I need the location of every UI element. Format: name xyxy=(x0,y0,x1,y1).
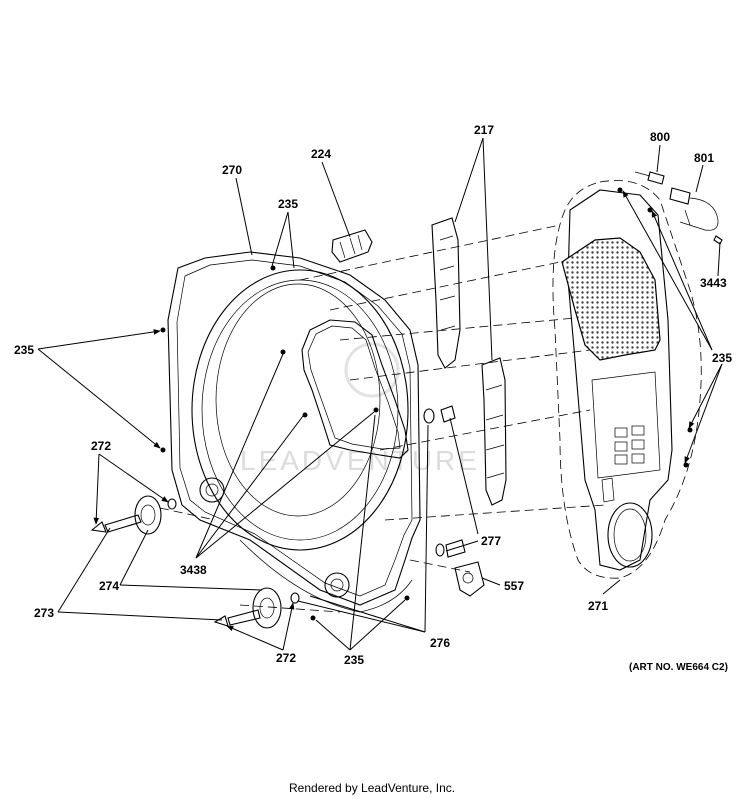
front-panel-270 xyxy=(160,251,421,613)
callout-274: 274 xyxy=(99,579,119,593)
assembly-lines xyxy=(159,224,606,613)
callout-224: 224 xyxy=(311,147,331,161)
callout-235-top: 235 xyxy=(278,197,298,211)
callout-labels: 270 224 235 217 800 801 3443 235 235 272… xyxy=(14,123,732,795)
callout-235-left: 235 xyxy=(14,343,34,357)
callout-800: 800 xyxy=(650,130,670,144)
leader-lines xyxy=(37,137,723,651)
callout-272-bottom: 272 xyxy=(276,651,296,665)
watermark: LEADVENTURE xyxy=(240,342,480,476)
watermark-text: LEADVENTURE xyxy=(240,445,480,476)
callout-272-top: 272 xyxy=(91,439,111,453)
callout-3443: 3443 xyxy=(700,276,727,290)
bracket-217 xyxy=(431,217,507,506)
callout-3438: 3438 xyxy=(180,563,207,577)
callout-557: 557 xyxy=(504,579,524,593)
callout-276: 276 xyxy=(430,636,450,650)
rollers xyxy=(90,495,316,629)
footer-credit: Rendered by LeadVenture, Inc. xyxy=(289,781,455,795)
callout-273: 273 xyxy=(34,606,54,620)
callout-271: 271 xyxy=(588,599,608,613)
duct-assembly-271 xyxy=(552,180,702,579)
art-number: (ART NO. WE664 C2) xyxy=(629,662,728,673)
bracket-224 xyxy=(331,229,373,263)
small-parts xyxy=(423,405,485,597)
callout-217: 217 xyxy=(474,123,494,137)
callout-235-right: 235 xyxy=(712,351,732,365)
callout-235-bottom: 235 xyxy=(344,653,364,667)
callout-270: 270 xyxy=(222,163,242,177)
callout-277: 277 xyxy=(481,534,501,548)
callout-801: 801 xyxy=(694,151,714,165)
sensor-parts xyxy=(634,171,723,245)
